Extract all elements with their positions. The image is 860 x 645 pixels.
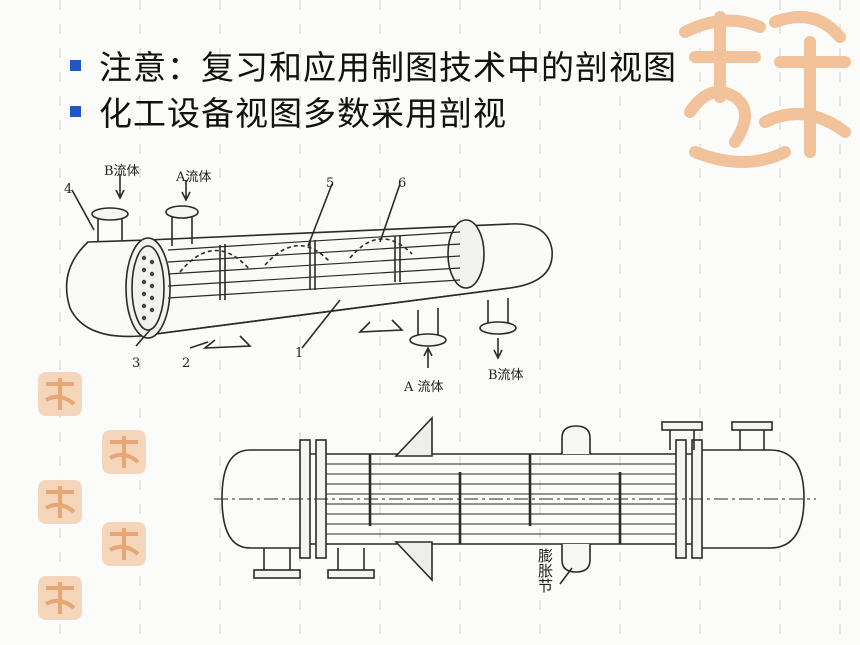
auspicious-seal-icon <box>679 11 851 168</box>
label-b-fluid-in: B流体 <box>104 164 140 179</box>
heat-exchanger-cutaway-drawing <box>65 174 553 368</box>
auspicious-seal-icon <box>38 480 82 524</box>
callout-4: 4 <box>64 182 73 197</box>
bullet-text: 注意：复习和应用制图技术中的剖视图 <box>99 48 677 87</box>
label-a-fluid-in: A流体 <box>176 170 212 185</box>
square-bullet-icon <box>70 105 81 117</box>
label-a-fluid-out: A 流体 <box>404 380 444 395</box>
auspicious-seal-icon <box>102 522 146 566</box>
label-expansion-joint: 膨胀节 <box>536 548 554 593</box>
bullet-item: 化工设备视图多数采用剖视 <box>70 88 677 134</box>
heat-exchanger-section-drawing <box>214 415 816 585</box>
callout-1: 1 <box>295 346 304 361</box>
callout-3: 3 <box>132 356 141 371</box>
bullet-text: 化工设备视图多数采用剖视 <box>99 94 507 133</box>
auspicious-seal-icon <box>38 372 82 416</box>
square-bullet-icon <box>70 59 81 71</box>
bullet-item: 注意：复习和应用制图技术中的剖视图 <box>70 42 677 88</box>
label-b-fluid-out: B流体 <box>488 368 524 383</box>
callout-6: 6 <box>398 176 407 191</box>
auspicious-seal-icon <box>38 576 82 620</box>
bullet-list: 注意：复习和应用制图技术中的剖视图 化工设备视图多数采用剖视 <box>70 42 677 134</box>
callout-2: 2 <box>182 356 191 371</box>
auspicious-seal-icon <box>102 430 146 474</box>
callout-5: 5 <box>326 176 335 191</box>
